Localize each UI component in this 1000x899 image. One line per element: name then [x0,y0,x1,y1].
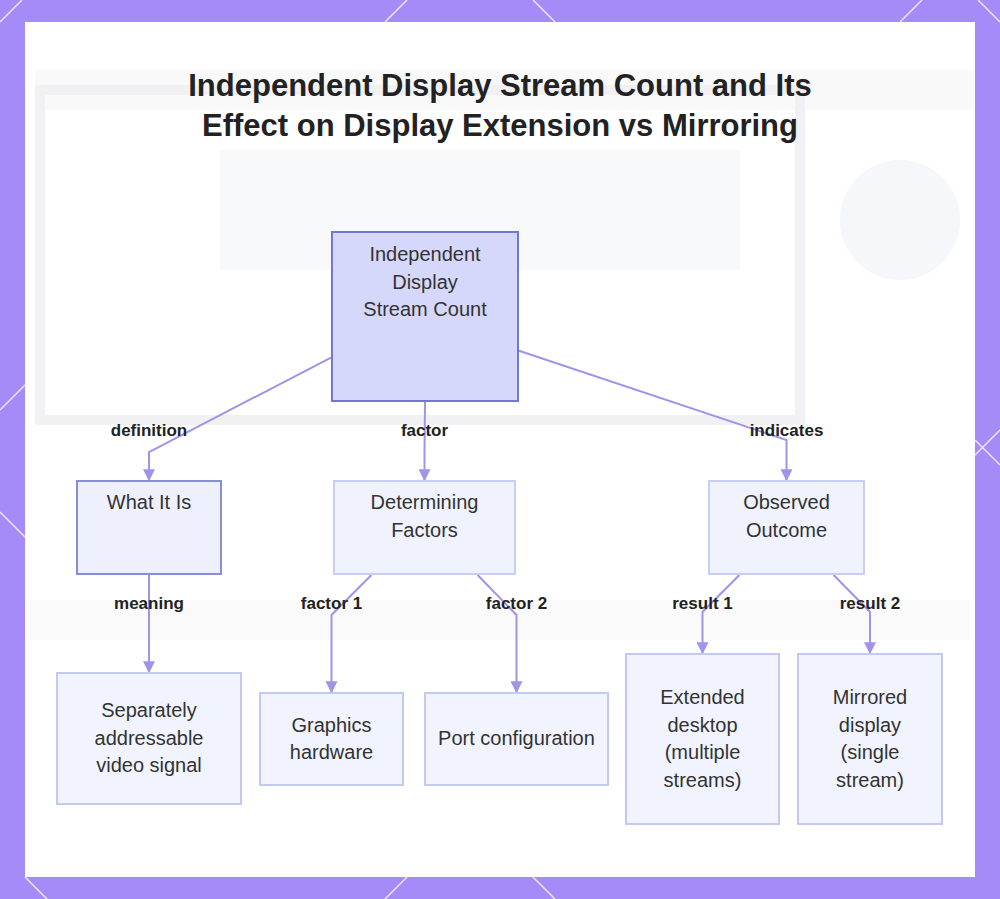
edge-label: result 1 [672,594,732,614]
concept-box: Observed Outcome [708,480,865,575]
connector [834,575,870,653]
concept-box: Extended desktop (multiple streams) [625,653,780,825]
edge-label: factor 2 [486,594,547,614]
connector [478,575,517,692]
connector [149,358,331,480]
edge-label: result 2 [840,594,900,614]
edge-label: factor [401,421,448,441]
concept-box: Graphics hardware [259,692,404,786]
concept-box: Port configuration [424,692,609,786]
node-label: Independent Display Stream Count [360,241,490,324]
edge-label: factor 1 [301,594,362,614]
connector [148,575,150,672]
panel [25,22,975,877]
node-label: Determining Factors [355,489,495,544]
connector [332,575,372,692]
concept-box: Determining Factors [333,480,516,575]
root-box: Independent Display Stream Count [331,231,519,402]
edge-label: indicates [750,421,824,441]
diagram-title: Independent Display Stream Count and Its… [150,66,850,146]
faded-backdrop [30,70,975,640]
connector [424,402,427,480]
node-label: Port configuration [438,725,595,753]
edge-label: definition [111,421,187,441]
concept-box: Separately addressable video signal [56,672,242,805]
concept-box: Mirrored display (single stream) [797,653,943,825]
edge-label: meaning [114,594,184,614]
node-label: Graphics hardware [272,712,392,767]
node-label: Observed Outcome [727,489,847,544]
connector [519,351,787,480]
connector [703,575,740,653]
concept-box: What It Is [76,480,222,575]
node-label: What It Is [107,489,191,517]
node-label: Mirrored display (single stream) [820,684,920,794]
node-label: Separately addressable video signal [74,697,224,780]
node-label: Extended desktop (multiple streams) [648,684,758,794]
